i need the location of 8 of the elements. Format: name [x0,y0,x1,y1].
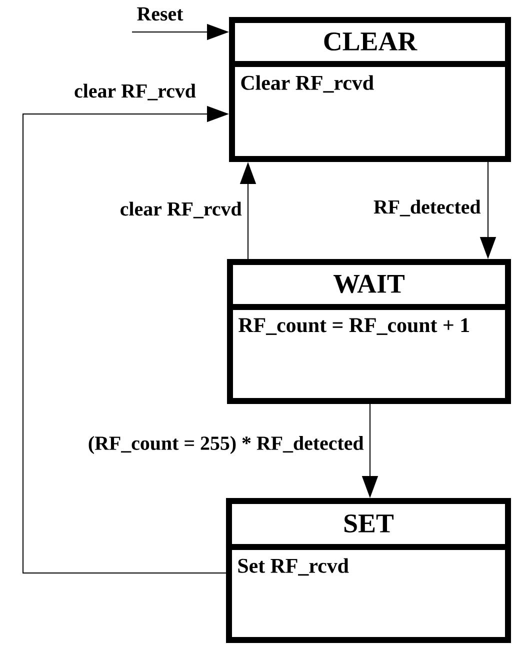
state-box: WAIT RF_count = RF_count + 1 [227,259,511,404]
edge-label: clear RF_rcvd [118,200,243,220]
edge-label: clear RF_rcvd [73,82,197,102]
edge-label: (RF_count = 255) * RF_detected [86,434,365,456]
edge-label: RF_detected [372,198,482,218]
edge-label: Reset [136,6,184,22]
state-box: SET Set RF_rcvd [226,498,511,643]
state-box: CLEAR Clear RF_rcvd [229,17,511,162]
